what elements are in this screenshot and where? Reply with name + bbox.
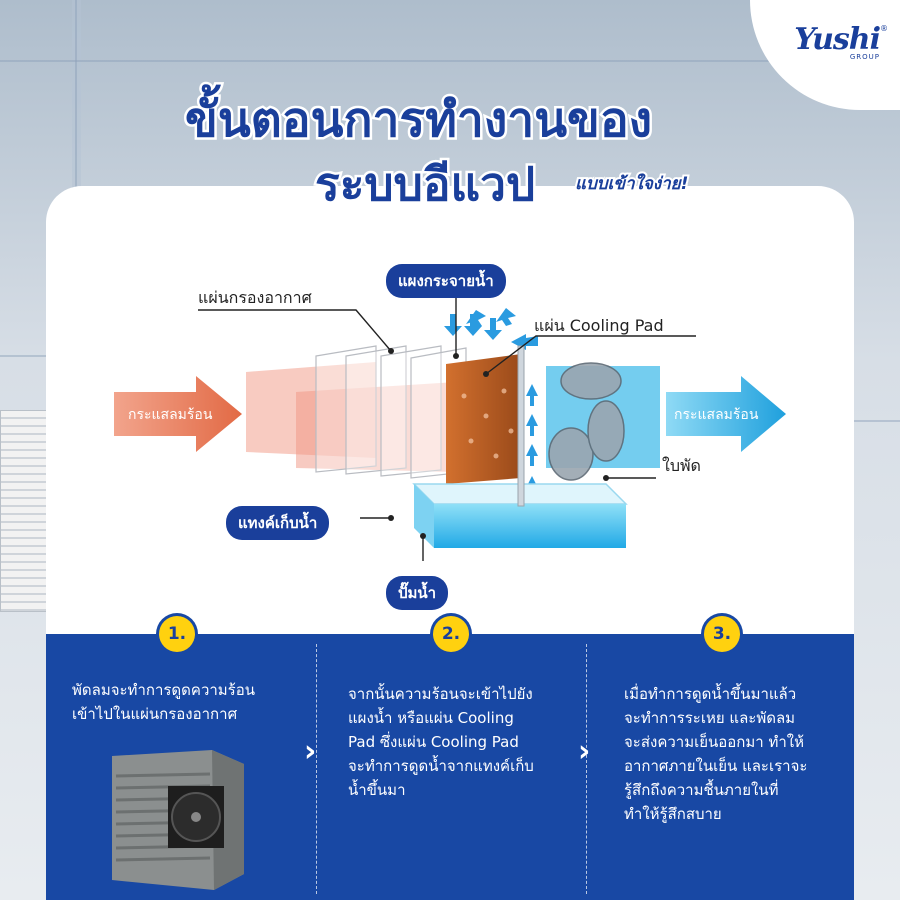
step-line: เข้าไปในแผ่นกรองอากาศ: [72, 705, 238, 723]
step-line: น้ำขึ้นมา: [348, 781, 406, 799]
step-description: พัดลมจะทำการดูดความร้อน เข้าไปในแผ่นกรอง…: [72, 678, 312, 726]
brand-logo: Yushi GROUP ®: [794, 22, 888, 61]
water-tank: [434, 504, 626, 548]
step-line: แผงน้ำ หรือแผ่น Cooling: [348, 709, 514, 727]
cooling-pad: [446, 354, 521, 484]
page-title-line2: ระบบอีแวป: [312, 155, 537, 214]
step-number: 2.: [433, 616, 469, 652]
label-spray-panel: แผงกระจายน้ำ: [386, 264, 506, 298]
tank-side: [414, 484, 434, 548]
page-title: ขั้นตอนการทำงานของ: [182, 90, 654, 151]
background-air-conditioner: [0, 410, 54, 612]
label-hot-air-in: กระแสลมร้อน: [128, 407, 213, 423]
brand-group: GROUP: [849, 53, 880, 61]
registered-mark: ®: [880, 24, 888, 33]
step-divider: [586, 644, 587, 894]
step-description: เมื่อทำการดูดน้ำขึ้นมาแล้ว จะทำการระเหย …: [624, 682, 850, 826]
label-air-filter: แผ่นกรองอากาศ: [198, 288, 312, 307]
wall-seam: [854, 420, 900, 422]
step-line: รู้สึกถึงความชื้นภายในที่: [624, 781, 779, 799]
leader-dots: [388, 348, 609, 539]
cold-air-out-arrow: [666, 376, 786, 452]
fan-blades: [548, 362, 625, 481]
water-pipe: [517, 345, 525, 507]
chevron-right-icon: ›: [578, 734, 591, 769]
step-line: อากาศภายในเย็น และเราจะ: [624, 757, 808, 775]
step-line: Pad ซึ่งแผ่น Cooling Pad: [348, 733, 519, 751]
step-divider: [316, 644, 317, 894]
water-droplets: [461, 388, 514, 459]
steps-panel: 1. พัดลมจะทำการดูดความร้อน เข้าไปในแผ่นก…: [46, 616, 854, 900]
step-description: จากนั้นความร้อนจะเข้าไปยัง แผงน้ำ หรือแผ…: [348, 682, 583, 802]
step-line: ทำให้รู้สึกสบาย: [624, 805, 722, 823]
wall-seam: [0, 60, 900, 62]
label-water-pump: ปั๊มน้ำ: [386, 576, 449, 610]
evap-diagram: [114, 287, 786, 561]
label-hot-air-out: กระแสลมร้อน: [674, 407, 759, 423]
step-2: 2. จากนั้นความร้อนจะเข้าไปยัง แผงน้ำ หรื…: [316, 616, 586, 900]
step-line: พัดลมจะทำการดูดความร้อน: [72, 681, 255, 699]
step-line: เมื่อทำการดูดน้ำขึ้นมาแล้ว: [624, 685, 797, 703]
step-3: 3. เมื่อทำการดูดน้ำขึ้นมาแล้ว จะทำการระเ…: [586, 616, 854, 900]
step-number: 3.: [704, 616, 740, 652]
label-fan: ใบพัด: [662, 456, 701, 475]
page-subtitle: แบบเข้าใจง่าย!: [573, 172, 690, 196]
step-line: จะส่งความเย็นออกมา ทำให้: [624, 733, 804, 751]
brand-name: Yushi: [794, 22, 881, 57]
spray-arrows: [444, 308, 538, 350]
step-line: จะทำการดูดน้ำจากแทงค์เก็บ: [348, 757, 534, 775]
step-line: จากนั้นความร้อนจะเข้าไปยัง: [348, 685, 533, 703]
evap-cooler-image: [112, 750, 244, 890]
chevron-right-icon: ›: [304, 734, 317, 769]
label-water-tank: แทงค์เก็บน้ำ: [226, 506, 330, 540]
wall-seam: [0, 355, 46, 357]
hot-air-in-arrow: [114, 376, 242, 452]
air-filter-meshes: [315, 345, 467, 479]
step-number: 1.: [159, 616, 195, 652]
step-1: 1. พัดลมจะทำการดูดความร้อน เข้าไปในแผ่นก…: [46, 616, 316, 900]
label-cooling-pad: แผ่น Cooling Pad: [534, 316, 664, 335]
step-line: จะทำการระเหย และพัดลม: [624, 709, 796, 727]
